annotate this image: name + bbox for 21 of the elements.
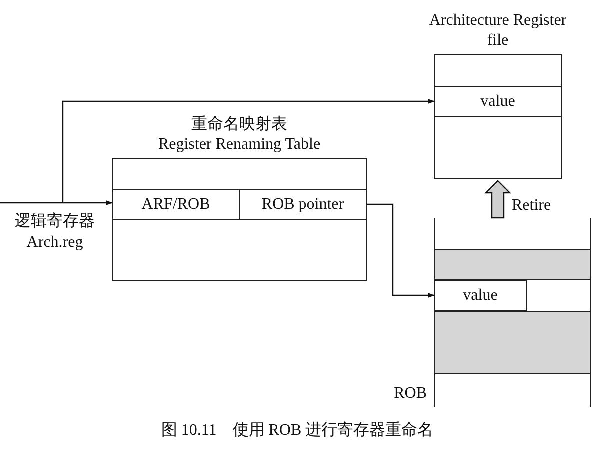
table-cell — [240, 189, 366, 220]
cell-text: ARF/ROB — [142, 196, 210, 214]
table-title: 重命名映射表 — [190, 115, 288, 135]
register-name: Arch.reg — [26, 233, 84, 253]
cell-text: ROB pointer — [262, 196, 344, 214]
table-cell — [435, 86, 561, 117]
table-title: Register Renaming Table — [157, 135, 322, 155]
arrow — [62, 99, 435, 203]
figure-caption: 图 10.11 使用 ROB 进行寄存器重命名 — [160, 420, 435, 441]
table-cell — [435, 280, 527, 311]
cell-text: value — [480, 92, 516, 110]
table-title: Architecture Register file — [428, 11, 568, 51]
occupied-entry — [435, 249, 590, 280]
cell-text: value — [463, 286, 498, 304]
block-arrow — [484, 180, 512, 219]
table-cell — [113, 189, 240, 220]
arrow — [366, 204, 435, 298]
rob-title: ROB — [394, 385, 427, 403]
arrow — [0, 200, 113, 206]
register-name: 逻辑寄存器 — [14, 212, 96, 232]
occupied-entry — [435, 311, 590, 374]
